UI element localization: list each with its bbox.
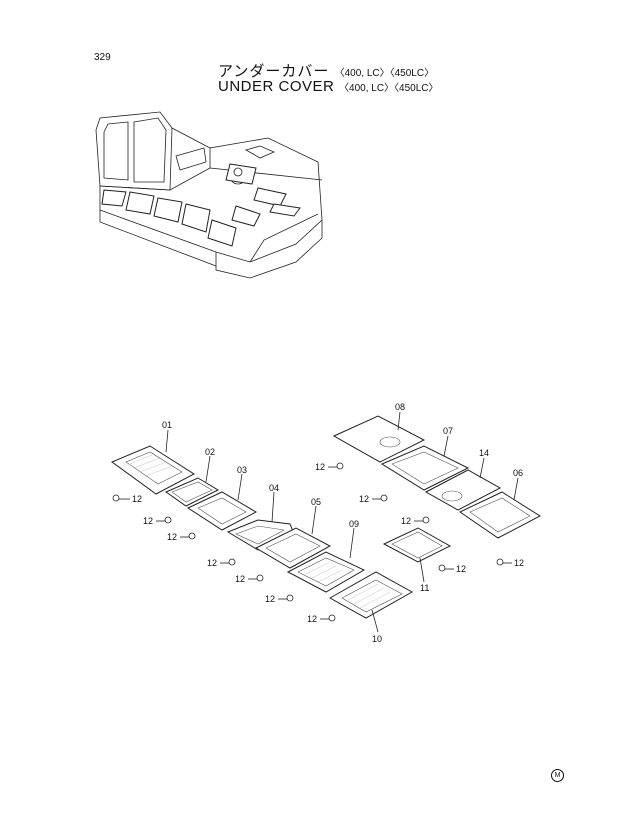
footer-mark-icon: M	[551, 769, 564, 782]
label-05: 05	[311, 497, 321, 507]
label-12: 12	[265, 594, 275, 604]
title-models-en: 〈400, LC〉〈450LC〉	[339, 83, 439, 94]
label-12: 12	[132, 494, 142, 504]
label-12: 12	[359, 494, 369, 504]
label-01: 01	[162, 420, 172, 430]
label-12: 12	[514, 558, 524, 568]
panel-01	[110, 445, 195, 495]
panel-02	[164, 477, 220, 507]
label-10: 10	[372, 634, 382, 644]
part-labels: 01 02 03 04 05 06 07 08 09 10 11 14 12 1…	[132, 402, 524, 644]
panel-10	[328, 571, 414, 619]
label-07: 07	[443, 426, 453, 436]
label-09: 09	[349, 519, 359, 529]
label-14: 14	[479, 448, 489, 458]
panel-06	[459, 491, 542, 539]
label-12: 12	[235, 574, 245, 584]
label-12: 12	[167, 532, 177, 542]
label-12: 12	[307, 614, 317, 624]
page-number: 329	[94, 52, 111, 63]
panel-08	[332, 415, 426, 463]
label-12: 12	[401, 516, 411, 526]
label-11: 11	[420, 583, 429, 593]
label-08: 08	[395, 402, 405, 412]
panel-14	[424, 469, 502, 511]
title-japanese: アンダーカバー 〈400, LC〉〈450LC〉	[218, 60, 434, 81]
panel-03	[186, 491, 258, 531]
panel-05	[254, 527, 332, 569]
label-12: 12	[315, 462, 325, 472]
panel-09	[286, 551, 366, 593]
label-12: 12	[143, 516, 153, 526]
panel-04	[226, 519, 295, 551]
title-japanese-text: アンダーカバー	[218, 63, 330, 80]
label-03: 03	[237, 465, 247, 475]
label-04: 04	[269, 483, 279, 493]
title-english: UNDER COVER 〈400, LC〉〈450LC〉	[218, 78, 439, 95]
excavator-overview-drawing	[95, 111, 323, 279]
label-06: 06	[513, 468, 523, 478]
label-12: 12	[456, 564, 466, 574]
panel-07	[380, 445, 470, 491]
leader-lines	[119, 411, 519, 633]
bolts	[112, 462, 504, 622]
label-12: 12	[207, 558, 217, 568]
title-english-text: UNDER COVER	[218, 78, 335, 95]
panel-11	[382, 527, 452, 563]
title-models-jp: 〈400, LC〉〈450LC〉	[334, 68, 435, 79]
label-02: 02	[205, 447, 215, 457]
